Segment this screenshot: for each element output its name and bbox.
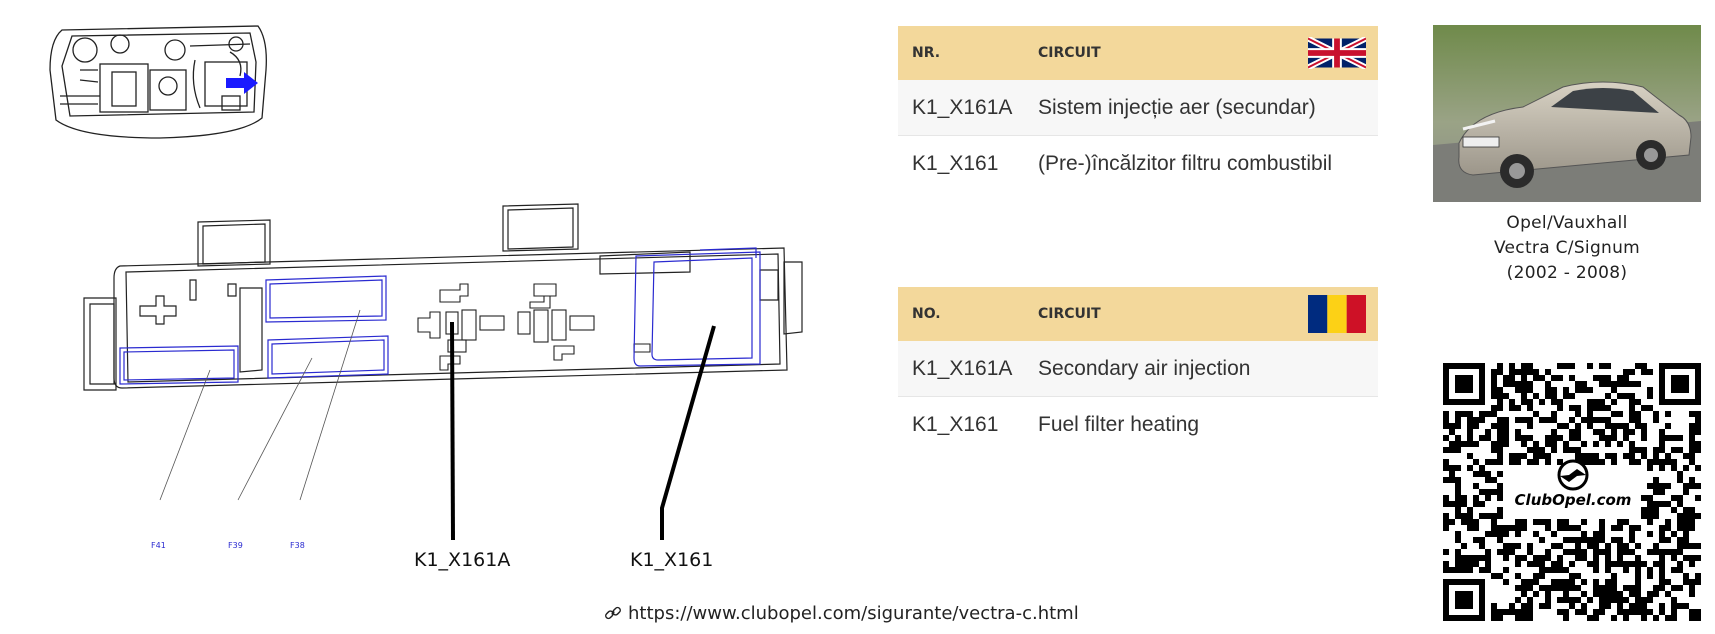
column-header-circuit: CIRCUIT [1038, 45, 1101, 61]
qr-logo-text: ClubOpel.com [1515, 491, 1632, 509]
circuit-id: K1_X161 [912, 413, 999, 436]
column-header-circuit: CIRCUIT [1038, 306, 1101, 322]
circuit-id: K1_X161A [912, 96, 1013, 119]
fuse-leader-lines [159, 309, 361, 501]
connector-symbols [417, 283, 651, 371]
fuse-label-f39: F39 [228, 541, 243, 550]
table-row: K1_X161 (Pre-)încălzitor filtru combusti… [898, 136, 1378, 191]
car-caption-line-3: (2002 - 2008) [1506, 263, 1628, 283]
table-row: K1_X161A Secondary air injection [898, 341, 1378, 397]
engine-bay-thumbnail [49, 25, 267, 139]
circuit-id: K1_X161 [912, 152, 999, 175]
qr-code: ClubOpel.com [1443, 363, 1701, 621]
table-header: NR. CIRCUIT [898, 26, 1378, 80]
car-photo [1433, 25, 1701, 202]
table-header: NO. CIRCUIT [898, 287, 1378, 341]
callout-k1-x161: K1_X161 [630, 549, 713, 571]
car-caption-line-2: Vectra C/Signum [1493, 238, 1641, 258]
circuit-description: Fuel filter heating [1038, 413, 1200, 436]
circuit-description: Secondary air injection [1038, 357, 1251, 380]
circuit-table-ro: NO. CIRCUIT K1_X161A Secondary air injec… [898, 287, 1378, 452]
clubopel-logo: ClubOpel.com [1509, 459, 1637, 513]
fuse-label-f38: F38 [290, 541, 305, 550]
fuse-box-diagram: F41 F39 F38 K1_X161A K1_X161 [49, 25, 803, 571]
link-icon [605, 606, 621, 620]
location-arrow-icon [226, 72, 258, 94]
column-header-no: NO. [912, 306, 941, 322]
source-url[interactable]: https://www.clubopel.com/sigurante/vectr… [628, 602, 1079, 624]
table-row: K1_X161 Fuel filter heating [898, 397, 1378, 452]
callout-k1-x161a: K1_X161A [414, 549, 510, 571]
qr-finder-pattern [1443, 363, 1701, 621]
uk-flag-icon [1308, 37, 1366, 69]
table-row: K1_X161A Sistem injecție aer (secundar) [898, 80, 1378, 136]
romania-flag-icon [1308, 295, 1366, 333]
fuse-label-f41: F41 [151, 541, 166, 550]
column-header-nr: NR. [912, 45, 941, 61]
fuse-box-outline [83, 203, 803, 391]
source-link[interactable]: https://www.clubopel.com/sigurante/vectr… [604, 600, 1079, 626]
circuit-description: (Pre-)încălzitor filtru combustibil [1038, 152, 1333, 175]
car-caption: Opel/Vauxhall Vectra C/Signum (2002 - 20… [1433, 211, 1701, 286]
circuit-table-uk: NR. CIRCUIT K1_X161A Sistem injecție aer… [898, 26, 1378, 191]
circuit-description: Sistem injecție aer (secundar) [1038, 96, 1316, 119]
fuse-rectangles [119, 247, 761, 385]
circuit-id: K1_X161A [912, 357, 1013, 380]
callout-line-k1-x161a [450, 321, 455, 541]
car-caption-line-1: Opel/Vauxhall [1506, 213, 1628, 233]
callout-line-k1-x161 [660, 325, 716, 540]
